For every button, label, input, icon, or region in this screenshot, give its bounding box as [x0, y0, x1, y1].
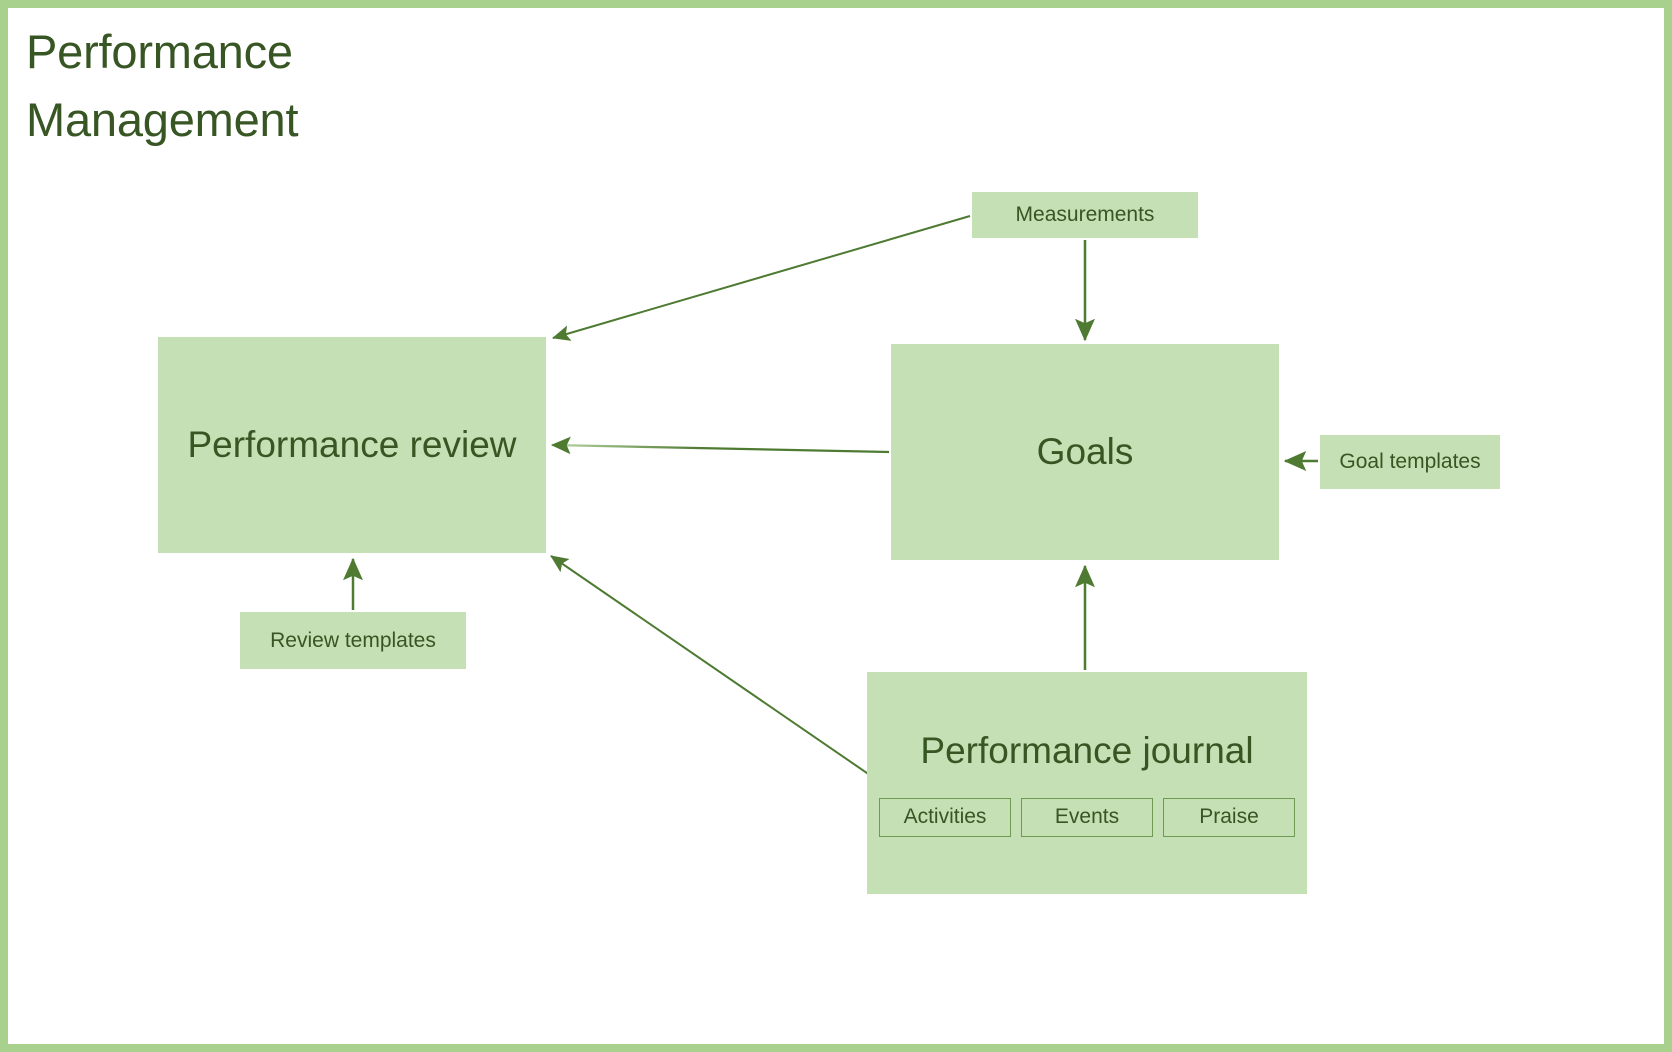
edge-goals-to-performance-review [550, 436, 890, 455]
node-goal-templates[interactable]: Goal templates [1320, 435, 1500, 489]
node-activities-label: Activities [903, 805, 987, 828]
node-review-templates-label: Review templates [270, 628, 436, 652]
node-events[interactable]: Events [1021, 798, 1153, 837]
node-praise-label: Praise [1199, 805, 1259, 828]
performance-journal-subitems: Activities Events Praise [879, 798, 1295, 837]
node-measurements-label: Measurements [1015, 203, 1155, 226]
node-performance-review-label: Performance review [187, 424, 517, 465]
page-title-line-2: Management [26, 93, 299, 147]
node-events-label: Events [1054, 805, 1120, 828]
node-goals-label: Goals [1036, 431, 1134, 472]
edge-performance-journal-to-performance-review [550, 555, 881, 783]
edge-measurements-to-performance-review [552, 215, 971, 341]
node-performance-review[interactable]: Performance review [158, 337, 546, 553]
page-title: Performance Management [26, 18, 446, 154]
node-praise[interactable]: Praise [1163, 798, 1295, 837]
node-performance-journal-label: Performance journal [920, 730, 1254, 771]
node-goals[interactable]: Goals [891, 344, 1279, 560]
node-performance-journal[interactable]: Performance journal Activities Events Pr… [867, 672, 1307, 894]
node-activities[interactable]: Activities [879, 798, 1011, 837]
node-goal-templates-label: Goal templates [1339, 450, 1481, 473]
page-title-line-1: Performance [26, 25, 293, 78]
node-measurements[interactable]: Measurements [972, 192, 1198, 238]
node-review-templates[interactable]: Review templates [240, 612, 466, 669]
